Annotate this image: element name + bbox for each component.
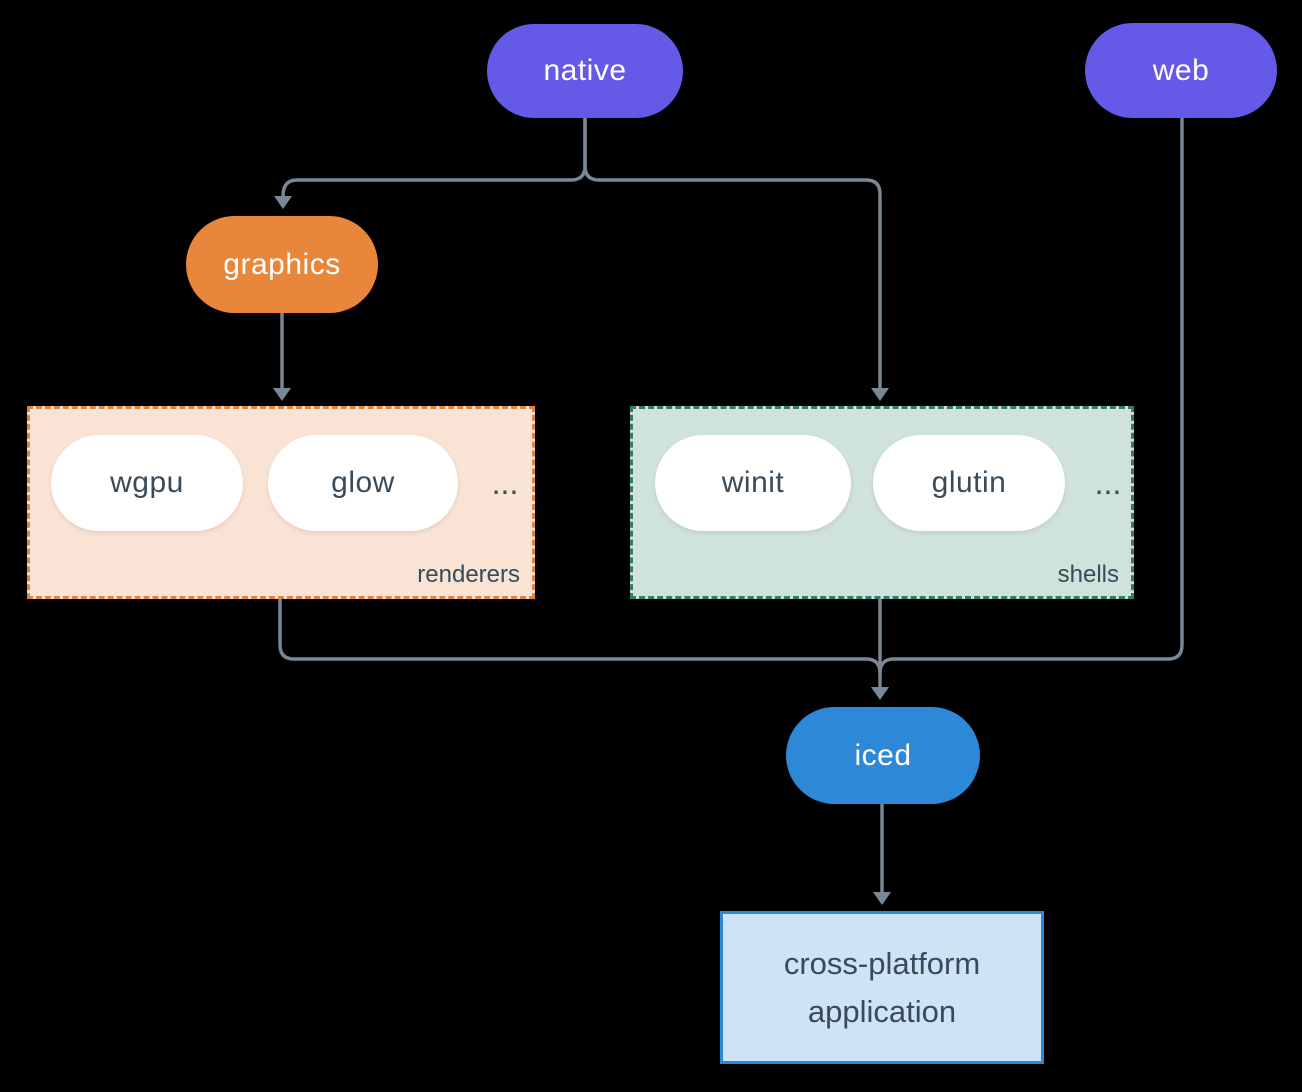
node-web-label: web (1152, 53, 1210, 87)
arrowhead-down-icon (871, 687, 889, 700)
node-graphics-label: graphics (223, 247, 341, 281)
node-winit-label: winit (721, 466, 785, 499)
node-web: web (1085, 23, 1277, 118)
node-native: native (487, 24, 683, 118)
node-glutin: glutin (873, 435, 1065, 531)
arrowhead-down-icon (871, 388, 889, 401)
node-iced: iced (786, 707, 980, 804)
node-winit: winit (655, 435, 851, 531)
node-graphics: graphics (186, 216, 378, 313)
group-renderers: wgpu glow ... renderers (27, 406, 535, 599)
node-glow-label: glow (331, 466, 395, 499)
renderers-ellipsis: ... (491, 464, 519, 501)
node-iced-label: iced (854, 738, 912, 772)
edge-native-to-shells (583, 116, 882, 390)
edge-renderers-to-iced (278, 597, 882, 675)
arrowhead-down-icon (873, 892, 891, 905)
node-glutin-label: glutin (931, 466, 1007, 499)
node-native-label: native (543, 54, 627, 87)
node-wgpu-label: wgpu (110, 466, 184, 499)
node-wgpu: wgpu (51, 435, 243, 531)
group-shells-label: shells (1057, 561, 1119, 588)
node-cross-platform-application: cross-platform application (720, 911, 1044, 1064)
group-shells: winit glutin ... shells (630, 406, 1134, 599)
application-label-line2: application (807, 993, 957, 1029)
shells-ellipsis: ... (1094, 464, 1122, 501)
group-renderers-label: renderers (417, 561, 520, 588)
application-label-line1: cross-platform (783, 945, 981, 981)
arrowhead-down-icon (273, 388, 291, 401)
edge-native-to-graphics (281, 116, 587, 198)
arrowhead-down-icon (274, 196, 292, 209)
node-glow: glow (268, 435, 458, 531)
